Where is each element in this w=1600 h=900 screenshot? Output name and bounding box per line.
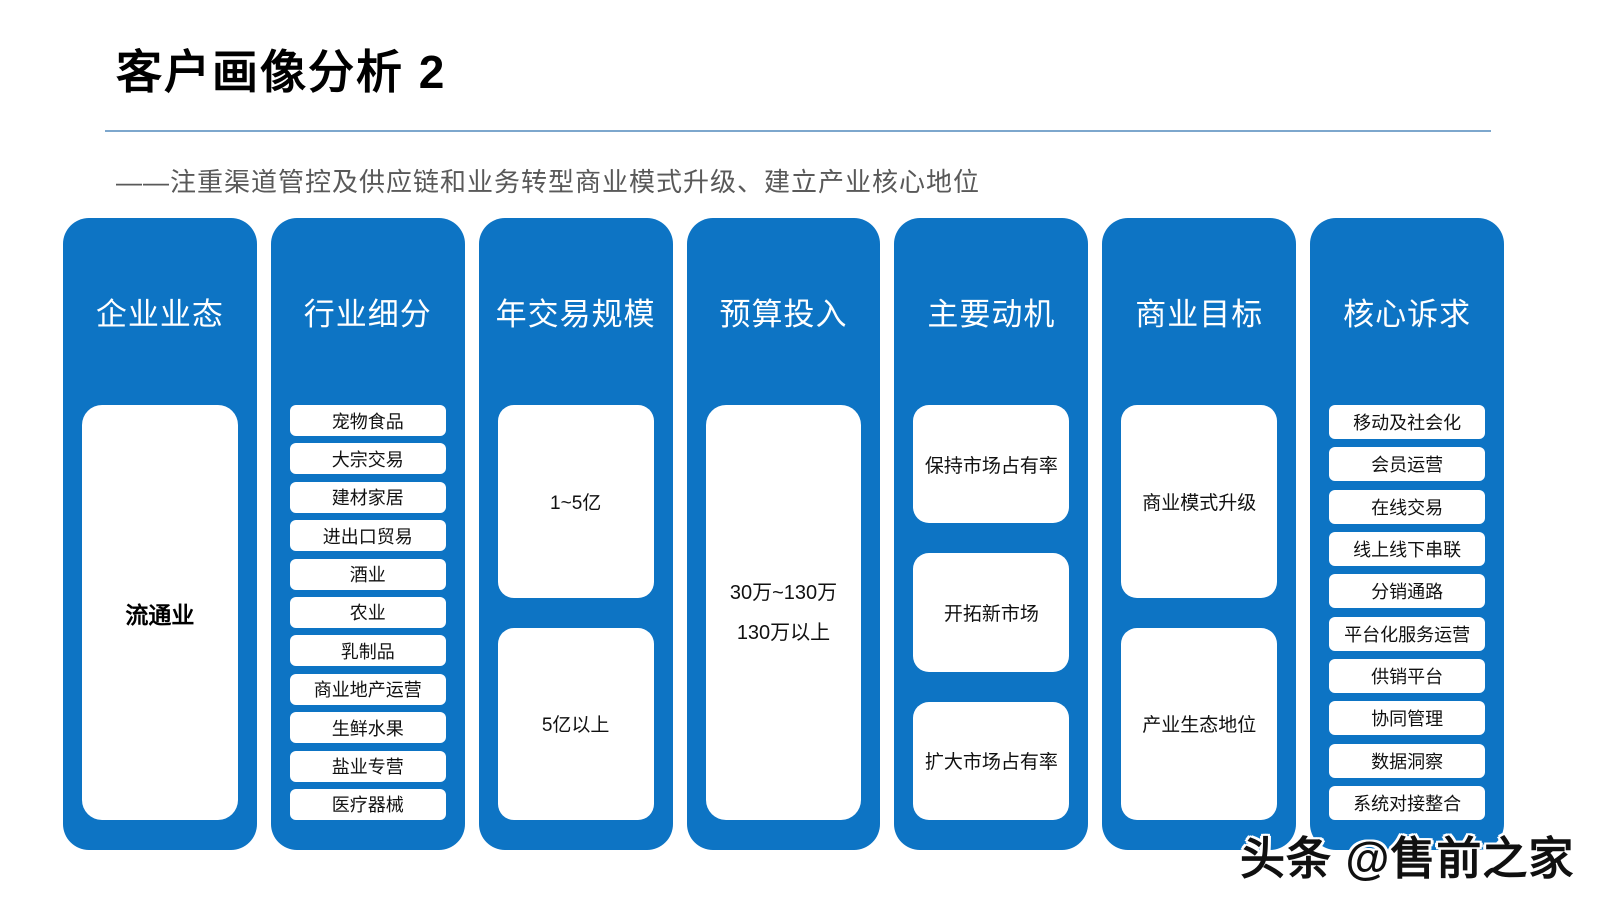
column-content: 30万~130万 130万以上	[705, 405, 862, 820]
column-header: 主要动机	[927, 297, 1056, 332]
list-item: 分销通路	[1329, 574, 1486, 609]
columns-container: 企业业态流通业行业细分宠物食品大宗交易建材家居进出口贸易酒业农业乳制品商业地产运…	[63, 218, 1505, 850]
list-item: 系统对接整合	[1329, 785, 1486, 820]
list-item: 会员运营	[1329, 447, 1486, 482]
column-annual-transaction-scale: 年交易规模 1~5亿 5亿以上	[478, 218, 673, 850]
value-line: 130万以上	[736, 621, 831, 644]
column-header: 预算投入	[719, 297, 848, 332]
column-content: 宠物食品大宗交易建材家居进出口贸易酒业农业乳制品商业地产运营生鲜水果盐业专营医疗…	[289, 405, 446, 820]
column-header: 核心诉求	[1343, 297, 1472, 332]
list-item: 协同管理	[1329, 701, 1486, 736]
column-content: 商业模式升级产业生态地位	[1121, 405, 1278, 820]
list-item: 乳制品	[289, 635, 446, 667]
list-item: 盐业专营	[289, 750, 446, 782]
list-item: 宠物食品	[289, 405, 446, 436]
list-item: 数据洞察	[1329, 743, 1486, 778]
list-item: 医疗器械	[289, 788, 446, 820]
list-item: 酒业	[289, 558, 446, 590]
column-budget-investment: 预算投入 30万~130万 130万以上	[686, 218, 881, 850]
value-box: 1~5亿	[497, 405, 654, 598]
list-item: 建材家居	[289, 481, 446, 513]
value-box: 扩大市场占有率	[913, 701, 1070, 820]
value-line: 30万~130万	[729, 581, 838, 604]
column-core-demands: 核心诉求移动及社会化会员运营在线交易线上线下串联分销通路平台化服务运营供销平台协…	[1310, 218, 1505, 850]
list-item: 生鲜水果	[289, 712, 446, 744]
value-box: 保持市场占有率	[913, 405, 1070, 524]
value-lines: 30万~130万 130万以上	[730, 579, 837, 647]
list-item: 农业	[289, 596, 446, 628]
page-title: 客户画像分析 2	[116, 46, 447, 98]
list-item: 商业地产运营	[289, 673, 446, 705]
list-item: 线上线下串联	[1329, 531, 1486, 566]
column-header: 企业业态	[95, 297, 224, 332]
column-header: 年交易规模	[495, 297, 656, 332]
column-primary-motivation: 主要动机保持市场占有率开拓新市场扩大市场占有率	[894, 218, 1089, 850]
value-box: 流通业	[82, 405, 238, 820]
column-content: 1~5亿 5亿以上	[497, 405, 654, 820]
column-content: 移动及社会化会员运营在线交易线上线下串联分销通路平台化服务运营供销平台协同管理数…	[1329, 405, 1486, 820]
page-subtitle: ——注重渠道管控及供应链和业务转型商业模式升级、建立产业核心地位	[116, 167, 981, 197]
column-enterprise-business-type: 企业业态流通业	[63, 218, 257, 850]
list-item: 在线交易	[1329, 489, 1486, 524]
title-divider	[105, 130, 1491, 132]
list-item: 进出口贸易	[289, 520, 446, 552]
watermark: 头条 @售前之家	[1240, 833, 1575, 884]
value-box: 商业模式升级	[1121, 405, 1278, 598]
value-box: 开拓新市场	[913, 553, 1070, 672]
column-content: 保持市场占有率开拓新市场扩大市场占有率	[913, 405, 1070, 820]
value-box: 30万~130万 130万以上	[705, 405, 862, 820]
value-box: 产业生态地位	[1121, 627, 1278, 820]
list-item: 大宗交易	[289, 443, 446, 475]
column-content: 流通业	[82, 405, 238, 820]
column-header: 行业细分	[303, 297, 432, 332]
value-box: 5亿以上	[497, 627, 654, 820]
list-item: 平台化服务运营	[1329, 616, 1486, 651]
column-business-goal: 商业目标商业模式升级产业生态地位	[1102, 218, 1297, 850]
list-item: 移动及社会化	[1329, 405, 1486, 439]
column-industry-subdivision: 行业细分宠物食品大宗交易建材家居进出口贸易酒业农业乳制品商业地产运营生鲜水果盐业…	[270, 218, 465, 850]
column-header: 商业目标	[1135, 297, 1264, 332]
list-item: 供销平台	[1329, 658, 1486, 693]
